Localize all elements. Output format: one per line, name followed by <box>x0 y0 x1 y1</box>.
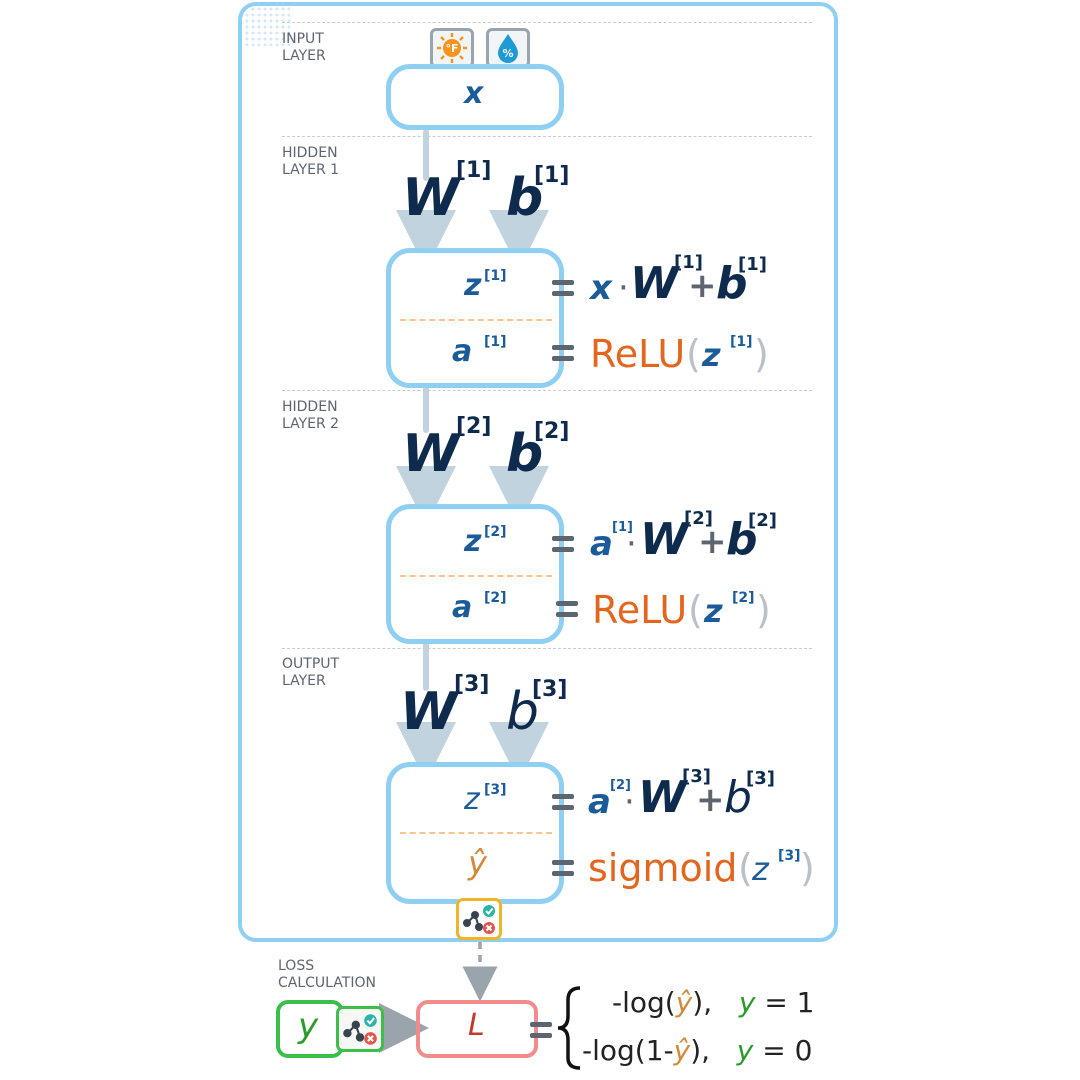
divider <box>400 832 552 834</box>
hidden-layer-2-label: HIDDEN LAYER 2 <box>282 399 340 432</box>
z3: z <box>464 782 480 817</box>
svg-text:%: % <box>502 47 513 60</box>
relu-1-z: z <box>702 336 721 374</box>
eq2-a-index: [1] <box>612 520 633 535</box>
thermometer-sun-icon: °F <box>430 28 474 68</box>
eq1-x: x <box>590 268 612 308</box>
equals-sign <box>552 536 574 558</box>
weight-3-index: [3] <box>454 672 490 697</box>
z2: z <box>464 524 482 559</box>
eq1-weight: W <box>630 258 679 309</box>
a1: a <box>452 334 473 369</box>
brace <box>557 986 581 1070</box>
equals-sign <box>552 794 574 816</box>
equals-sign <box>552 860 574 882</box>
weight-3: W <box>400 682 458 742</box>
equals-sign <box>556 601 578 623</box>
eq3-weight-index: [3] <box>682 766 711 787</box>
divider <box>400 319 552 321</box>
dot-operator: · <box>618 268 629 308</box>
equals-sign <box>552 345 574 367</box>
bias-3: b <box>506 682 540 742</box>
separator <box>282 22 812 23</box>
svg-text:°F: °F <box>445 42 458 55</box>
paren-open: ( <box>738 846 753 890</box>
plus-operator: + <box>698 522 727 562</box>
separator <box>282 648 812 649</box>
loss-box <box>416 1000 538 1058</box>
z2-index: [2] <box>484 524 507 540</box>
separator <box>282 390 812 391</box>
bias-2: b <box>506 424 544 484</box>
bias-1: b <box>506 168 544 228</box>
model-check-icon <box>336 1006 384 1052</box>
divider <box>400 575 552 577</box>
sigmoid-z-index: [3] <box>778 848 801 864</box>
relu-1-z-index: [1] <box>730 334 753 350</box>
eq1-weight-index: [1] <box>674 252 703 273</box>
eq2-weight-index: [2] <box>684 508 713 529</box>
weight-1-index: [1] <box>456 158 492 183</box>
plus-operator: + <box>696 780 725 820</box>
hidden-layer-1-box <box>386 248 564 388</box>
eq3-weight: W <box>638 772 687 823</box>
output-layer-label: OUTPUT LAYER <box>282 656 340 689</box>
paren-close: ) <box>756 588 771 632</box>
hidden-layer-2-box <box>386 504 564 644</box>
bias-1-index: [1] <box>534 163 570 188</box>
paren-open: ( <box>686 332 701 376</box>
loss-case-2: -log(1-ŷ), y = 0 <box>582 1034 813 1067</box>
sigmoid-z: z <box>752 850 769 888</box>
a2: a <box>452 590 473 625</box>
humidity-drop-icon: % <box>486 28 530 68</box>
relu-2-z-index: [2] <box>732 590 755 606</box>
dot-pattern-decoration <box>244 6 290 46</box>
z1-index: [1] <box>484 268 507 284</box>
input-layer-box <box>386 64 564 130</box>
label-y: y <box>298 1006 319 1046</box>
loss-case-1: -log(ŷ), y = 1 <box>612 986 815 1019</box>
eq3-a: a <box>588 782 611 822</box>
loss-L: L <box>468 1008 485 1043</box>
input-x: x <box>464 76 484 111</box>
weight-2: W <box>402 424 460 484</box>
hidden-layer-1-label: HIDDEN LAYER 1 <box>282 145 340 178</box>
a1-index: [1] <box>484 334 507 350</box>
eq3-bias: b <box>724 772 752 823</box>
paren-open: ( <box>688 588 703 632</box>
relu-1: ReLU <box>590 332 686 376</box>
eq3-bias-index: [3] <box>746 768 775 789</box>
equals-sign <box>530 1022 552 1044</box>
eq2-bias-index: [2] <box>748 510 777 531</box>
y-hat: ŷ <box>468 844 487 882</box>
plus-operator: + <box>688 266 717 306</box>
dot-operator: · <box>624 782 635 822</box>
dot-operator: · <box>626 524 637 564</box>
separator <box>282 136 812 137</box>
paren-close: ) <box>754 332 769 376</box>
eq2-bias: b <box>726 514 758 565</box>
equals-sign <box>552 280 574 302</box>
eq1-bias-index: [1] <box>738 254 767 275</box>
network-frame <box>238 2 838 942</box>
eq2-weight: W <box>640 514 689 565</box>
eq2-a: a <box>590 524 613 564</box>
loss-calculation-label: LOSS CALCULATION <box>278 958 376 991</box>
weight-1: W <box>402 168 460 228</box>
a2-index: [2] <box>484 590 507 606</box>
z3-index: [3] <box>484 782 507 798</box>
z1: z <box>464 268 482 303</box>
paren-close: ) <box>800 846 815 890</box>
weight-2-index: [2] <box>456 414 492 439</box>
eq3-a-index: [2] <box>610 778 631 793</box>
bias-2-index: [2] <box>534 419 570 444</box>
relu-2-z: z <box>704 592 723 630</box>
bias-3-index: [3] <box>532 677 568 702</box>
relu-2: ReLU <box>592 588 688 632</box>
eq1-bias: b <box>716 258 748 309</box>
model-check-icon <box>456 898 502 940</box>
sigmoid: sigmoid <box>588 846 738 890</box>
input-layer-label: INPUT LAYER <box>282 31 326 64</box>
